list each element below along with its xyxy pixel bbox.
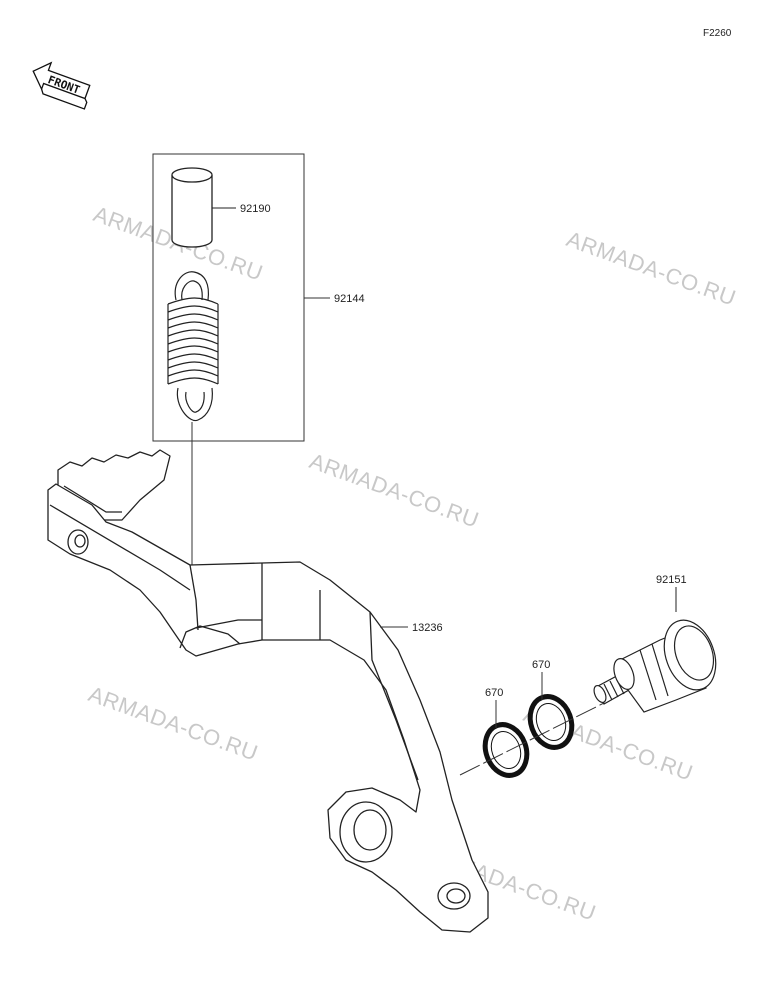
watermark-4: ARMADA-CO.RU: [85, 681, 261, 765]
label-collar: 92190: [240, 203, 271, 215]
figure-code: F2260: [703, 28, 732, 39]
front-arrow-icon: FRONT: [32, 61, 91, 110]
watermark-2: ARMADA-CO.RU: [563, 226, 739, 310]
pivot-bolt-part: [593, 587, 717, 713]
label-spring-set: 92144: [334, 293, 365, 305]
spring-set-box: [152, 153, 330, 442]
label-o-ring-left: 670: [485, 687, 503, 699]
spring-part: [167, 271, 219, 422]
part-labels: 92190 92144 13236 92151 670 670: [240, 203, 687, 699]
label-pedal: 13236: [412, 622, 443, 634]
brake-pedal-part: [47, 449, 489, 933]
label-pivot-bolt: 92151: [656, 574, 687, 586]
assembly-axis-line: [459, 701, 607, 776]
watermark-3: ARMADA-CO.RU: [306, 448, 482, 532]
label-o-ring-right: 670: [532, 659, 550, 671]
collar-part: [171, 167, 236, 248]
